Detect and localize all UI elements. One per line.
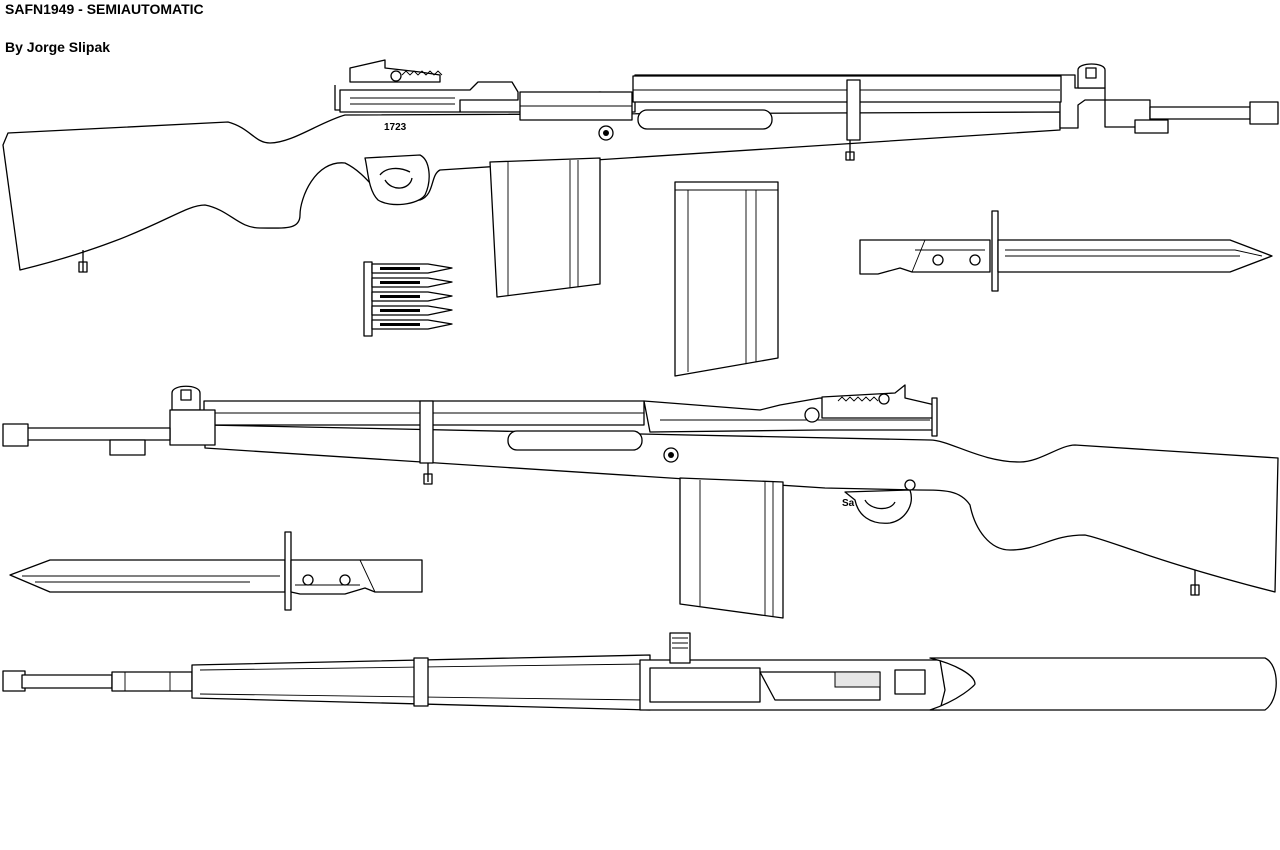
drawing-title: SAFN1949 - SEMIAUTOMATIC [5, 1, 204, 17]
rifle-1-sling-swivel-front [845, 140, 855, 161]
rifle-2-lightening-slot [507, 430, 643, 451]
rifle-2-sling-swivel-rear [1190, 570, 1200, 596]
rifle-1-serial: 1723 [384, 122, 407, 133]
bayonet-2-crossguard [284, 531, 292, 611]
rifle-2-stock [204, 424, 1279, 593]
rifle-1-bolt-cover [339, 81, 519, 113]
rifle-1-rear-sight-knob [390, 70, 402, 82]
bayonet-2-grip [290, 559, 423, 595]
rifle-1-stock [2, 111, 1061, 271]
rifle-1-sling-swivel-rear [78, 250, 88, 273]
bayonet-1-grip [859, 239, 991, 275]
rifle-3-band [413, 657, 429, 707]
rifle-3-buttstock [929, 657, 1277, 711]
stripper-clip-cartridges [363, 261, 453, 337]
cartridges [371, 263, 453, 330]
bayonet-point-right [859, 210, 1273, 292]
bayonet-point-left [9, 531, 423, 611]
rifle-1-trigger-guard [364, 154, 430, 206]
rifle-right-side-view: 1723 [2, 59, 1279, 298]
rifle-1-bayonet-lug [1134, 119, 1169, 134]
drawing-author: By Jorge Slipak [5, 39, 111, 55]
rifle-2-sling-swivel-front [423, 463, 433, 485]
detachable-magazine [674, 181, 779, 377]
rifle-2-trigger-mark: Sa [842, 498, 855, 509]
rifle-2-barrel [24, 427, 171, 441]
rifle-2-bayonet-lug [109, 439, 146, 456]
rifle-2-magazine [679, 477, 784, 619]
rifle-2-gas-block [169, 409, 216, 446]
rifle-2-muzzle [2, 423, 29, 447]
rifle-1-band [846, 79, 861, 141]
rifle-1-magazine [489, 157, 601, 298]
rifle-3-barrel [21, 674, 113, 689]
rifle-top-view [2, 632, 1277, 711]
rifle-1-muzzle [1249, 101, 1279, 125]
rifle-2-charging-knob [804, 407, 820, 423]
rifle-1-barrel [1149, 106, 1256, 120]
bayonet-1-crossguard [991, 210, 999, 292]
rifle-2-band [419, 400, 434, 464]
rifle-1-lightening-slot [637, 109, 773, 130]
rifle-2-rear-sight-knob [878, 393, 890, 405]
rifle-2-rear-sight [821, 384, 936, 419]
rifle-left-side-view: Sa [2, 384, 1279, 619]
rifle-2-trigger-guard [844, 489, 912, 524]
stripper-clip [363, 261, 373, 337]
